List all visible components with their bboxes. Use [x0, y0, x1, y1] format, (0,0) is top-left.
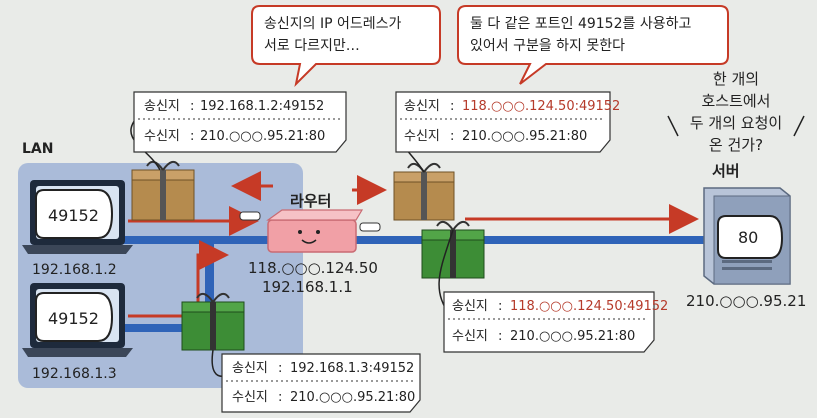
router-public-ip: 118.○○○.124.50 — [248, 259, 378, 277]
diagram-text: 송신지 — [144, 99, 180, 114]
diagram-text: 송신지의 IP 어드레스가 — [264, 16, 402, 32]
diagram-text: 210.○○○.95.21:80 — [200, 129, 325, 144]
diagram-text: 210.○○○.95.21:80 — [462, 129, 587, 144]
diagram-text: 192.168.1.2:49152 — [200, 99, 324, 114]
diagram-text: : — [498, 299, 502, 314]
lan-label: LAN — [22, 141, 53, 157]
diagram-text: : — [278, 361, 282, 376]
router-icon — [239, 209, 381, 253]
diagram-text: 수신지 — [144, 129, 180, 144]
diagram-text: 수신지 — [452, 329, 488, 344]
diagram-text: 두 개의 요청이 — [690, 114, 782, 132]
packet-brown-lan — [131, 160, 195, 221]
diagram-text: 송신지 — [452, 299, 488, 314]
network-lines — [108, 236, 730, 332]
diagram-text: 210.○○○.95.21:80 — [290, 390, 415, 405]
client-2-port: 49152 — [48, 309, 99, 328]
diagram-text: : — [190, 129, 194, 144]
packet-green-lan — [181, 292, 245, 351]
diagram-text: 호스트에서 — [701, 92, 770, 110]
diagram-text: 서로 다르지만… — [264, 38, 360, 54]
diagram-text: 한 개의 — [713, 70, 759, 88]
diagram-text: 192.168.1.3:49152 — [290, 361, 414, 376]
diagram-text: : — [450, 99, 454, 114]
client-1-port: 49152 — [48, 206, 99, 225]
diagram-text: 수신지 — [404, 129, 440, 144]
address-tag-3: 송신지 : 118.○○○.124.50:49152 수신지 : 210.○○○… — [443, 291, 668, 353]
diagram-text: 수신지 — [232, 390, 268, 405]
diagram-text: 210.○○○.95.21:80 — [510, 329, 635, 344]
flow-arrows — [128, 171, 699, 318]
diagram-text: : — [190, 99, 194, 114]
laptop-192-168-1-3: 49152 — [22, 283, 133, 357]
port-bubble — [35, 189, 114, 239]
diagram-text: 송신지 — [232, 361, 268, 376]
client-2-ip: 192.168.1.3 — [32, 366, 117, 382]
port-bubble — [35, 292, 114, 342]
diagram-text: 118.○○○.124.50:49152 — [462, 99, 620, 114]
address-tag-1: 송신지 : 192.168.1.2:49152 수신지 : 210.○○○.95… — [133, 91, 347, 153]
server-question: 한 개의 호스트에서 두 개의 요청이 온 건가? — [667, 70, 805, 154]
server-label: 서버 — [712, 162, 740, 180]
diagram-text: 온 건가? — [709, 136, 763, 154]
laptop-192-168-1-2: 49152 — [22, 180, 133, 254]
diagram-text: : — [278, 390, 282, 405]
server-port: 80 — [738, 228, 758, 247]
diagram-text: 있어서 구분을 하지 못한다 — [470, 38, 625, 54]
router-label: 라우터 — [290, 192, 331, 210]
diagram-text: 송신지 — [404, 99, 440, 114]
diagram-text: 118.○○○.124.50:49152 — [510, 299, 668, 314]
packet-brown-wan — [393, 162, 455, 221]
server-ip: 210.○○○.95.21 — [686, 292, 806, 310]
client-1-ip: 192.168.1.2 — [32, 262, 117, 278]
port-bubble — [717, 215, 784, 259]
diagram-text: : — [450, 129, 454, 144]
diagram-text: : — [498, 329, 502, 344]
callout-left: 송신지의 IP 어드레스가 서로 다르지만… — [251, 5, 441, 88]
address-tag-2: 송신지 : 118.○○○.124.50:49152 수신지 : 210.○○○… — [395, 91, 620, 153]
callout-right: 둘 다 같은 포트인 49152를 사용하고 있어서 구분을 하지 못한다 — [457, 5, 729, 85]
diagram-text: 둘 다 같은 포트인 49152를 사용하고 — [470, 16, 691, 32]
server-icon: 80 — [703, 187, 791, 285]
address-tag-4: 송신지 : 192.168.1.3:49152 수신지 : 210.○○○.95… — [221, 353, 421, 413]
router-private-ip: 192.168.1.1 — [262, 278, 353, 296]
